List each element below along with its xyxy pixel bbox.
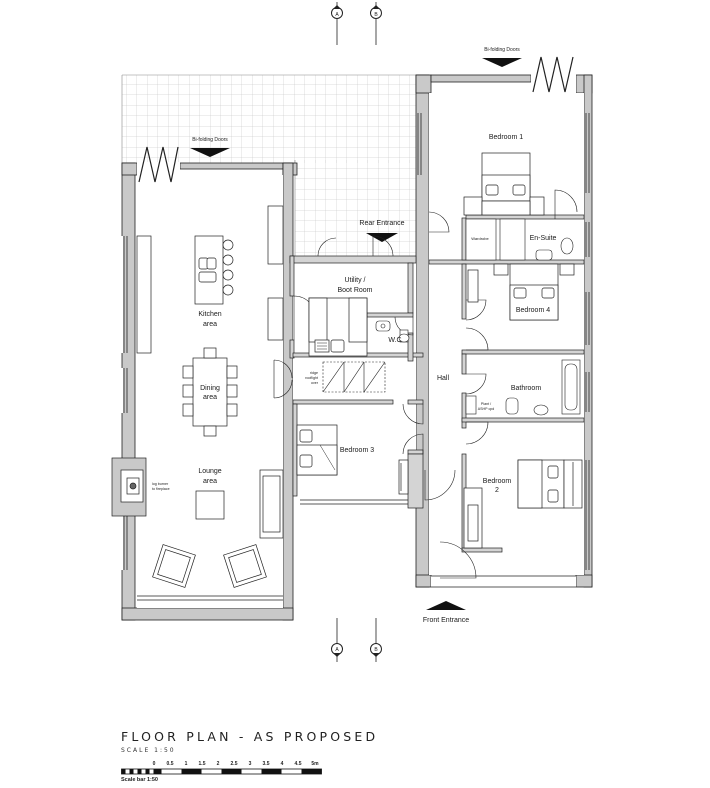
bifold-doors-left	[138, 146, 179, 183]
entry-arrow-rear	[366, 233, 398, 242]
wc-fixtures	[375, 320, 410, 343]
scale-tick-label: 5m	[311, 761, 319, 767]
scale-bar	[121, 768, 322, 775]
section-marker-top-a: A	[331, 2, 343, 45]
plan-title: FLOOR PLAN - AS PROPOSED	[121, 729, 379, 744]
ensuite-fixtures	[465, 218, 574, 261]
label-kitchen: Kitchen	[198, 311, 221, 318]
label-dining: Dining	[200, 385, 220, 392]
label-bifold-left: Bi-folding Doors	[192, 137, 228, 143]
svg-text:B: B	[374, 647, 378, 653]
bedroom1-furniture	[463, 152, 545, 216]
internal-walls	[289, 214, 585, 553]
scale-tick-label: 0	[152, 761, 156, 767]
label-rooflight: rooflight	[305, 376, 318, 380]
label-over: over	[311, 381, 319, 385]
dining-table	[182, 347, 238, 437]
label-ashp: ASHP cpd	[478, 407, 495, 411]
label-kitchen-area: area	[203, 321, 217, 328]
section-marker-top-b: B	[370, 2, 382, 45]
label-bathroom: Bathroom	[511, 385, 542, 392]
label-bedroom3: Bedroom 3	[340, 447, 374, 454]
svg-text:A: A	[335, 12, 339, 18]
scale-tick-label: 1	[184, 761, 188, 767]
label-boot-room: Boot Room	[337, 287, 372, 294]
scale-bar-label: Scale bar 1:50	[121, 777, 158, 783]
lounge-furniture	[111, 457, 284, 588]
label-bedroom2: Bedroom	[483, 478, 512, 485]
scale-tick-label: 2	[216, 761, 220, 767]
label-wardrobe: Wardrobe	[471, 236, 489, 241]
scale-text: SCALE 1:50	[121, 747, 176, 754]
scale-tick-label: 4.5	[294, 761, 302, 767]
label-lounge-area: area	[203, 478, 217, 485]
section-marker-bottom-a: A	[331, 618, 343, 662]
label-hall: Hall	[437, 375, 450, 382]
floor-plan-drawing: A B A B	[111, 2, 593, 662]
label-dining-area: area	[203, 394, 217, 401]
scale-tick-label: 4	[280, 761, 284, 767]
entry-arrow-front	[426, 601, 466, 610]
bedroom4-furniture	[467, 263, 575, 321]
label-lounge: Lounge	[198, 468, 221, 475]
label-wc: W.C	[388, 337, 401, 344]
label-utility: Utility /	[345, 277, 366, 284]
label-front-entrance: Front Entrance	[423, 617, 469, 624]
label-bifold-top: Bi-folding Doors	[484, 47, 520, 53]
entry-arrow-bifold-top	[482, 58, 522, 67]
scale-tick-label: 2.5	[230, 761, 238, 767]
bedroom3-furniture	[296, 424, 409, 495]
kitchen-units	[136, 205, 368, 357]
windows	[123, 113, 590, 601]
patio-terrace	[121, 74, 416, 256]
svg-text:B: B	[374, 12, 378, 18]
label-bedroom2-number: 2	[495, 487, 499, 494]
label-ridge: ridge	[310, 371, 318, 375]
scale-tick-label: 1.5	[198, 761, 206, 767]
label-bedroom4: Bedroom 4	[516, 307, 550, 314]
label-log-burner: log burner	[152, 482, 169, 486]
scale-tick-label: 3	[248, 761, 252, 767]
svg-text:A: A	[335, 647, 339, 653]
ridge-rooflight	[322, 361, 386, 393]
scale-tick-label: 3.5	[262, 761, 270, 767]
bifold-doors-top	[532, 56, 574, 93]
entry-arrow-bifold-left	[190, 148, 230, 157]
label-bedroom1: Bedroom 1	[489, 134, 523, 141]
scale-tick-label: 0.5	[166, 761, 174, 767]
label-plant: Plant /	[481, 402, 491, 406]
label-rear-entrance: Rear Entrance	[359, 220, 404, 227]
section-marker-bottom-b: B	[370, 618, 382, 662]
label-ensuite: En-Suite	[530, 235, 557, 242]
bedroom2-furniture	[467, 459, 583, 542]
label-log-burner-fireplace: to fireplace	[152, 487, 170, 491]
bathroom-fixtures	[465, 359, 581, 416]
